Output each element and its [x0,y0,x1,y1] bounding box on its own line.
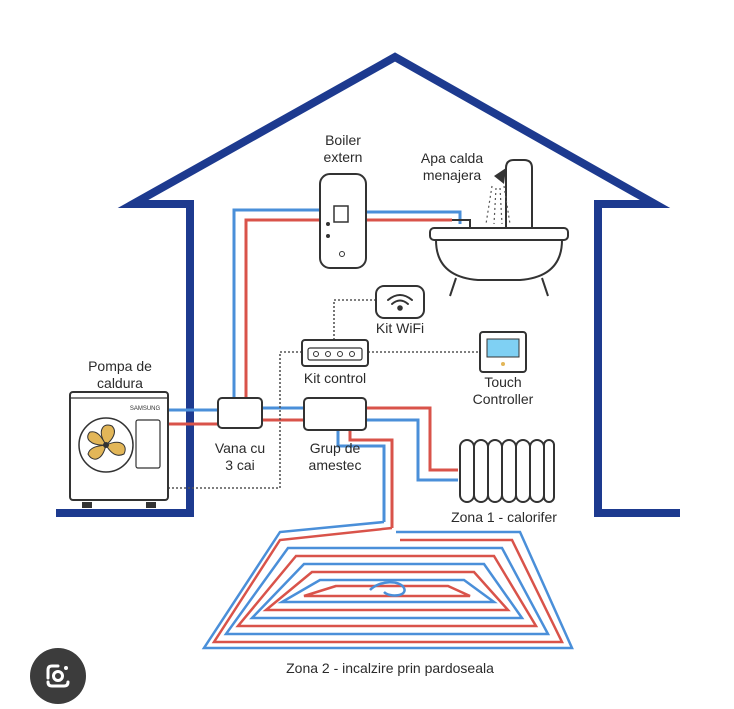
shower-head-icon [485,168,511,225]
heat-pump-unit: SAMSUNG [69,391,169,508]
wifi-icon [387,294,413,311]
brand-label: SAMSUNG [130,406,161,412]
valve-label: Vana cu 3 cai [214,440,266,473]
zone2-label: Zona 2 - incalzire prin pardoseala [286,660,494,676]
mixing-group [303,397,367,431]
control-kit-label: Kit control [303,370,367,386]
boiler [319,173,367,269]
wifi-kit-label: Kit WiFi [375,320,425,336]
touch-controller [479,331,527,373]
three-way-valve [217,397,263,429]
hot-water-label: Apa calda menajera [420,150,484,183]
bathtub [429,159,569,297]
touch-controller-label: Touch Controller [472,374,534,407]
wifi-kit [375,285,425,319]
boiler-label: Boiler extern [323,132,363,165]
floor-heating-spiral [201,520,574,650]
zone1-label: Zona 1 - calorifer [451,509,557,525]
radiator [459,439,555,503]
google-lens-icon [46,664,70,688]
heat-pump-label: Pompa de caldura [88,358,152,391]
control-kit [301,339,369,367]
google-lens-button[interactable] [30,648,86,704]
pipes [168,208,462,528]
control-wires [168,299,480,489]
mixing-group-label: Grup de amestec [308,440,362,473]
